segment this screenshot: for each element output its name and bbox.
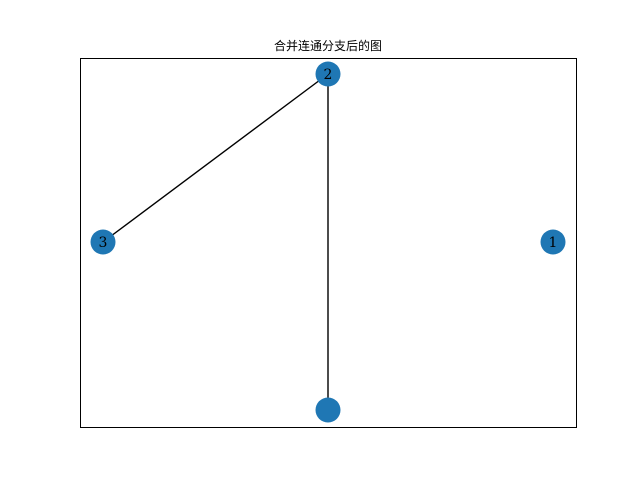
- edge-layer: [102, 73, 329, 410]
- edge-n2-n3: [102, 73, 329, 243]
- plot-frame: [80, 58, 577, 428]
- graph-node-n2: 2: [315, 61, 341, 87]
- node-layer: 2 3 1: [90, 61, 566, 423]
- node-circle: [315, 61, 341, 87]
- node-label: 2: [324, 67, 333, 83]
- node-circle: [540, 229, 566, 255]
- graph-node-n4: [315, 397, 341, 423]
- node-label: 1: [549, 235, 558, 251]
- graph-node-n3: 3: [90, 229, 116, 255]
- node-circle: [90, 229, 116, 255]
- node-label: 3: [99, 235, 108, 251]
- graph-node-n1: 1: [540, 229, 566, 255]
- figure-title: 合并连通分支后的图: [274, 38, 382, 53]
- node-circle: [315, 397, 341, 423]
